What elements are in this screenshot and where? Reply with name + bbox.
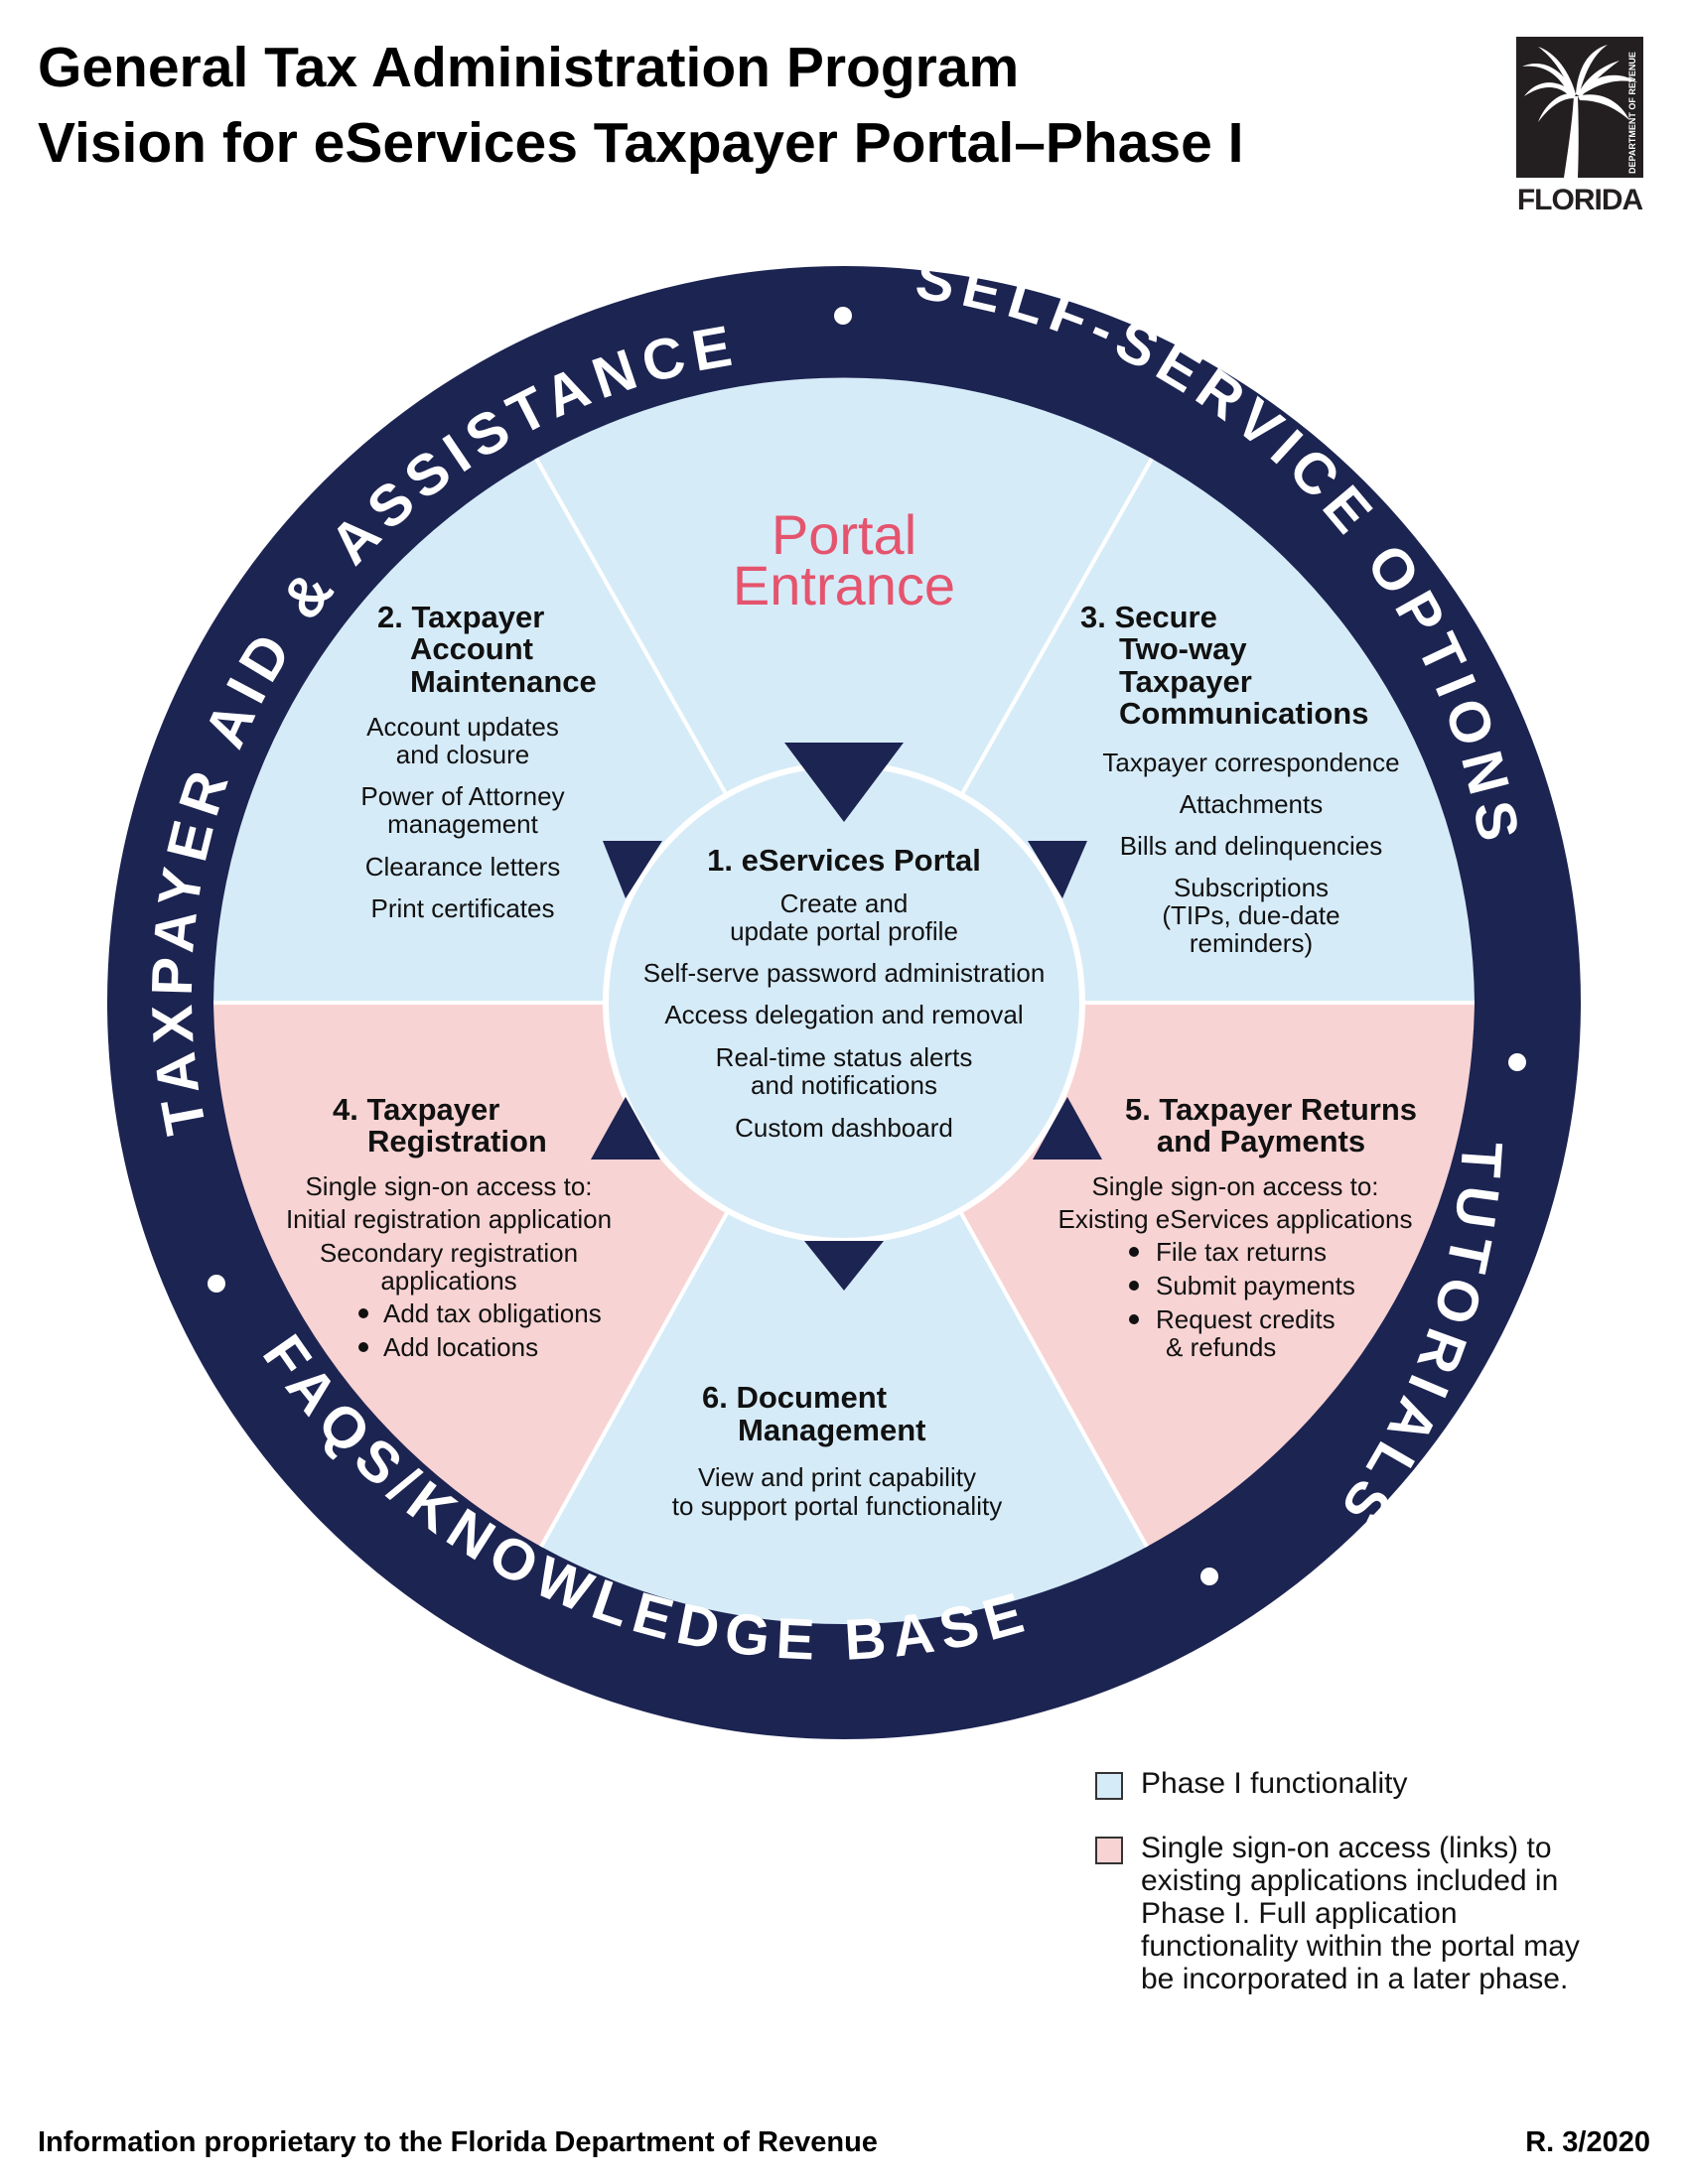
center-title: 1. eServices Portal bbox=[707, 843, 981, 878]
legend-swatch-blue bbox=[1095, 1772, 1123, 1800]
center-item: Access delegation and removal bbox=[664, 1000, 1023, 1029]
section-title-line: Account bbox=[410, 631, 533, 666]
arrow-upper-right bbox=[1028, 841, 1087, 898]
section-title-line: Management bbox=[738, 1413, 925, 1447]
section-title-line: 5. Taxpayer Returns bbox=[1125, 1092, 1417, 1127]
section-item: to support portal functionality bbox=[672, 1491, 1002, 1521]
sector-document-management bbox=[541, 1003, 1147, 1625]
section-bullet: Request credits bbox=[1156, 1304, 1336, 1334]
section-item: Bills and delinquencies bbox=[1120, 831, 1383, 861]
logo-side-text: DEPARTMENT OF REVENUE bbox=[1627, 52, 1637, 174]
legend-swatch-pink bbox=[1095, 1837, 1123, 1864]
section-account-maintenance: 2. Taxpayer Account Maintenance Account … bbox=[360, 600, 596, 923]
legend-label: Phase I functionality bbox=[1141, 1767, 1408, 1800]
center-item: Custom dashboard bbox=[735, 1113, 953, 1143]
section-item: applications bbox=[380, 1266, 516, 1296]
section-item: Subscriptions bbox=[1174, 873, 1329, 902]
section-title-line: and Payments bbox=[1157, 1124, 1365, 1159]
section-title-line: Maintenance bbox=[410, 664, 597, 699]
section-returns-payments: 5. Taxpayer Returns and Payments Single … bbox=[1058, 1092, 1418, 1362]
section-document-management: 6. Document Management View and print ca… bbox=[672, 1380, 1002, 1521]
ring-dot bbox=[208, 1275, 225, 1293]
section-item: View and print capability bbox=[698, 1462, 976, 1492]
section-item: (TIPs, due-date bbox=[1162, 900, 1339, 930]
section-item: Initial registration application bbox=[286, 1204, 612, 1234]
section-item: Power of Attorney bbox=[360, 781, 564, 811]
section-item: Account updates bbox=[366, 712, 559, 742]
section-title-line: Registration bbox=[367, 1124, 547, 1159]
portal-entrance-line1: Portal bbox=[772, 503, 916, 566]
title-line-2: Vision for eServices Taxpayer Portal–Pha… bbox=[38, 111, 1244, 175]
section-item: Single sign-on access to: bbox=[305, 1171, 592, 1201]
arrow-lower-left bbox=[591, 1097, 660, 1160]
logo-box: DEPARTMENT OF REVENUE bbox=[1516, 37, 1643, 178]
center-item: Create and bbox=[780, 888, 909, 918]
sector-portal-entrance bbox=[536, 377, 1152, 1003]
section-title-line: Taxpayer bbox=[1119, 664, 1252, 699]
center-item: and notifications bbox=[751, 1070, 937, 1100]
palm-tree-icon: DEPARTMENT OF REVENUE bbox=[1522, 45, 1637, 178]
section-item: Existing eServices applications bbox=[1058, 1204, 1413, 1234]
section-bullet: Add locations bbox=[383, 1332, 538, 1362]
section-title-line: 6. Document bbox=[702, 1380, 887, 1415]
portal-entrance-line2: Entrance bbox=[733, 554, 955, 616]
hub-arrows bbox=[591, 743, 1102, 1291]
ring-dot bbox=[834, 307, 852, 325]
section-item: Taxpayer correspondence bbox=[1102, 748, 1399, 777]
florida-dor-logo: DEPARTMENT OF REVENUE FLORIDA bbox=[1516, 37, 1643, 219]
title-line-1: General Tax Administration Program bbox=[38, 36, 1020, 99]
section-title-line: Communications bbox=[1119, 696, 1368, 731]
section-title-line: 2. Taxpayer bbox=[377, 600, 544, 634]
section-item: Print certificates bbox=[371, 893, 555, 923]
section-item: Single sign-on access to: bbox=[1091, 1171, 1378, 1201]
center-item: Real-time status alerts bbox=[716, 1042, 973, 1072]
center-item: Self-serve password administration bbox=[643, 958, 1046, 988]
portal-entrance-label: Portal Entrance bbox=[733, 503, 955, 616]
section-item: Clearance letters bbox=[365, 852, 561, 882]
section-item: and closure bbox=[396, 740, 529, 769]
section-bullet: File tax returns bbox=[1156, 1237, 1327, 1267]
section-item: reminders) bbox=[1190, 928, 1313, 958]
ring-dots bbox=[208, 307, 1526, 1585]
ring-dot bbox=[1200, 1568, 1218, 1585]
section-item: management bbox=[387, 809, 539, 839]
section-bullet: Submit payments bbox=[1156, 1271, 1355, 1300]
section-registration: 4. Taxpayer Registration Single sign-on … bbox=[286, 1092, 612, 1362]
section-item: Secondary registration bbox=[320, 1238, 578, 1268]
section-title-line: 4. Taxpayer bbox=[333, 1092, 499, 1127]
page-title: General Tax Administration Program Visio… bbox=[38, 30, 1244, 181]
arrow-lower-right bbox=[1033, 1097, 1102, 1160]
legend-label: Single sign-on access (links) to existin… bbox=[1141, 1832, 1580, 1995]
arrow-bottom bbox=[804, 1241, 884, 1291]
section-title-line: 3. Secure bbox=[1080, 600, 1217, 634]
section-bullet: Add tax obligations bbox=[383, 1298, 602, 1328]
section-secure-communications: 3. Secure Two-way Taxpayer Communication… bbox=[1080, 600, 1400, 958]
footer-revision: R. 3/2020 bbox=[1525, 2126, 1650, 2158]
arrow-upper-left bbox=[603, 841, 662, 898]
ring-dot bbox=[1508, 1053, 1526, 1071]
footer-proprietary-note: Information proprietary to the Florida D… bbox=[38, 2126, 878, 2158]
logo-wordmark: FLORIDA bbox=[1516, 184, 1643, 216]
section-title-line: Two-way bbox=[1119, 631, 1247, 666]
arrow-top bbox=[784, 743, 904, 822]
center-content: 1. eServices Portal Create and update po… bbox=[643, 843, 1046, 1143]
center-item: update portal profile bbox=[730, 916, 958, 946]
section-bullet-continuation: & refunds bbox=[1166, 1332, 1276, 1362]
section-item: Attachments bbox=[1180, 789, 1324, 819]
